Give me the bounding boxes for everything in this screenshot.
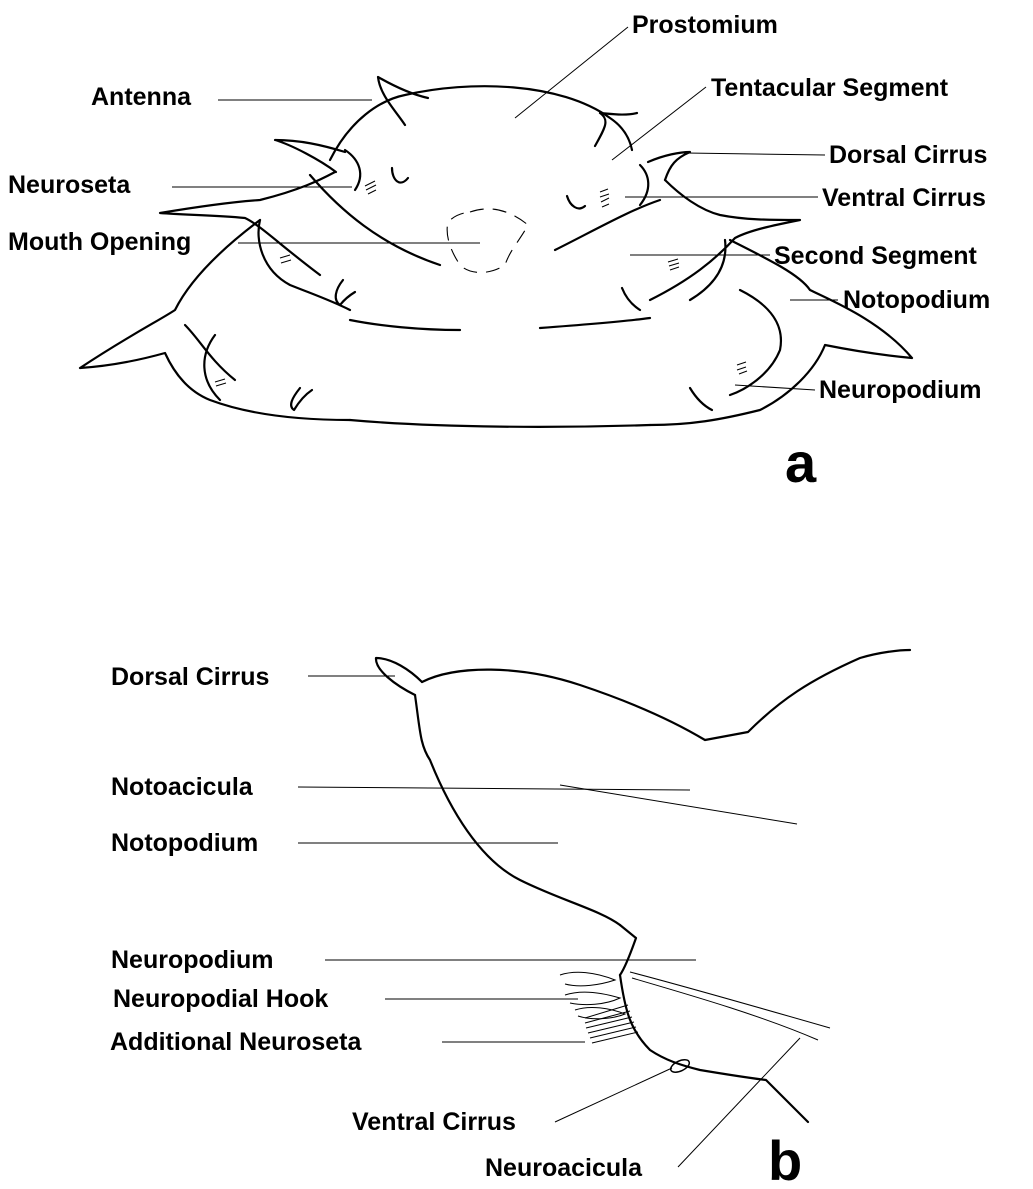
label-second-segment: Second Segment	[774, 242, 977, 270]
label-ventral-cirrus-b: Ventral Cirrus	[352, 1108, 516, 1136]
label-neuroseta: Neuroseta	[8, 171, 131, 199]
label-notopodium-a: Notopodium	[843, 286, 990, 314]
label-notoacicula: Notoacicula	[111, 773, 254, 801]
additional-neurosetae	[585, 1005, 638, 1043]
label-neuropodial-hook: Neuropodial Hook	[113, 985, 328, 1013]
setae-tufts	[215, 181, 747, 386]
label-prostomium: Prostomium	[632, 11, 778, 39]
label-neuropodium-b: Neuropodium	[111, 946, 274, 974]
label-ventral-cirrus-a: Ventral Cirrus	[822, 184, 986, 212]
panel-b-drawing	[376, 650, 910, 1122]
label-mouth-opening: Mouth Opening	[8, 228, 191, 256]
label-tentacular-segment: Tentacular Segment	[711, 74, 949, 102]
label-dorsal-cirrus-a: Dorsal Cirrus	[829, 141, 987, 169]
label-neuroacicula: Neuroacicula	[485, 1154, 643, 1182]
panel-letter-a: a	[785, 431, 817, 494]
panel-letter-b: b	[768, 1129, 802, 1189]
label-additional-neuroseta: Additional Neuroseta	[110, 1028, 363, 1056]
label-neuropodium-a: Neuropodium	[819, 376, 982, 404]
label-antenna: Antenna	[91, 83, 192, 111]
label-notopodium-b: Notopodium	[111, 829, 258, 857]
panel-b-leader-lines	[298, 676, 800, 1167]
label-dorsal-cirrus-b: Dorsal Cirrus	[111, 663, 269, 691]
